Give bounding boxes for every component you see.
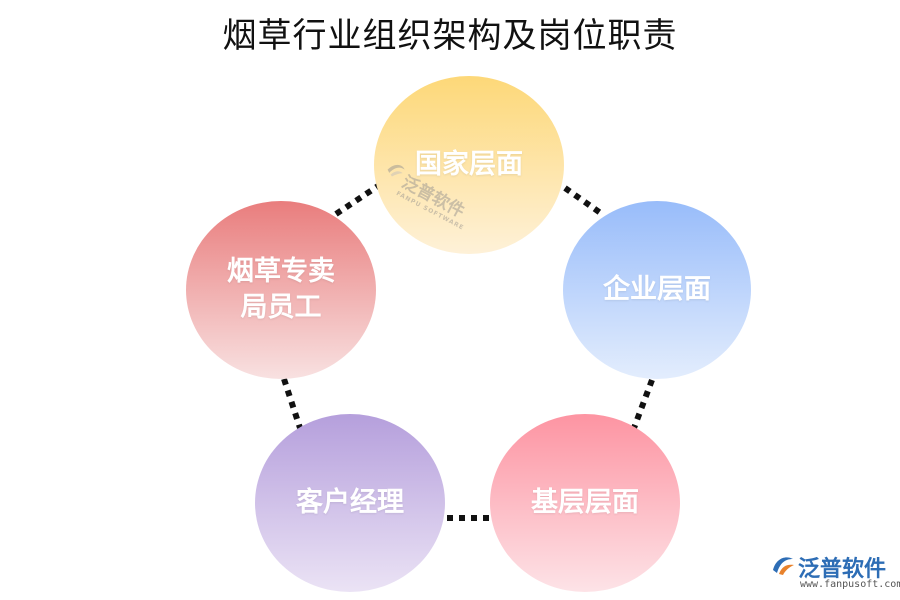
node-tobacco-bureau-staff: 烟草专卖 局员工 <box>186 201 376 379</box>
node-enterprise-level: 企业层面 <box>563 201 751 379</box>
watermark: 泛普软件 FANPU SOFTWARE <box>387 164 477 232</box>
node-national-label: 国家层面 <box>415 149 523 181</box>
node-national-level: 国家层面 <box>374 76 564 254</box>
node-grassroots-level: 基层层面 <box>490 414 680 592</box>
brand-url: www.fanpusoft.com <box>800 579 900 590</box>
fanpu-logo-icon <box>387 164 405 177</box>
node-grassroots-label: 基层层面 <box>531 487 639 519</box>
connector-enterprise-grassroots <box>631 378 655 430</box>
brand-name: 泛普软件 <box>798 557 887 582</box>
connector-national-enterprise <box>563 185 604 217</box>
page-title: 烟草行业组织架构及岗位职责 <box>222 16 678 56</box>
connector-manager-staff <box>281 378 303 429</box>
node-enterprise-label: 企业层面 <box>603 274 711 306</box>
connector-staff-national <box>334 183 380 217</box>
node-manager-label: 客户经理 <box>296 487 404 519</box>
node-staff-label: 烟草专卖 局员工 <box>227 256 335 323</box>
node-account-manager: 客户经理 <box>255 414 445 592</box>
fanpu-brand-icon <box>773 557 794 575</box>
